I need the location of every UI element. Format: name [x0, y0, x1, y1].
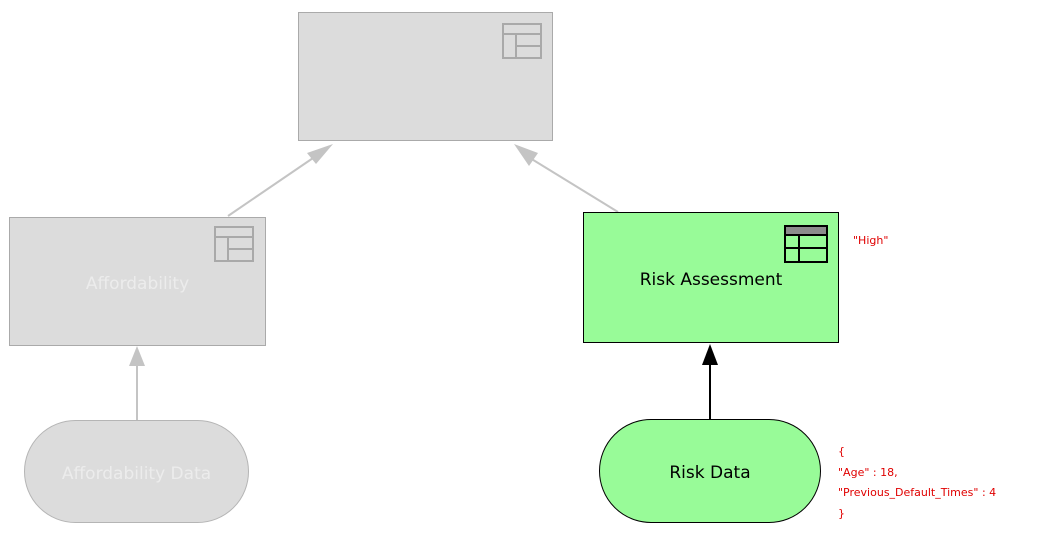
arrowhead-affordability-to-top	[307, 144, 333, 164]
json-line: {	[838, 445, 845, 458]
decision-table-icon	[214, 226, 254, 262]
decision-node-risk-assessment[interactable]: Risk Assessment	[583, 212, 839, 343]
json-line: "Previous_Default_Times" : 4	[838, 486, 997, 499]
arrowhead-risk-assessment-to-top	[514, 144, 538, 166]
input-data-label-risk-data: Risk Data	[669, 463, 751, 483]
decision-table-icon	[784, 225, 828, 263]
arrowhead-risk-data-to-risk-assessment	[702, 344, 718, 365]
decision-label-risk-assessment: Risk Assessment	[639, 269, 783, 290]
decision-label-affordability: Affordability	[85, 273, 190, 294]
input-data-node-affordability-data[interactable]: Affordability Data	[24, 420, 249, 523]
arrowhead-affordability-data-to-affordability	[129, 346, 145, 366]
connector-risk-assessment-to-top	[529, 157, 619, 213]
connector-affordability-to-top	[227, 155, 317, 217]
json-line: }	[838, 506, 845, 520]
json-line: "Age" : 18,	[838, 465, 898, 479]
input-data-node-risk-data[interactable]: Risk Data	[599, 419, 821, 523]
decision-node-top[interactable]	[298, 12, 553, 141]
decision-node-affordability[interactable]: Affordability	[9, 217, 266, 346]
decision-table-icon	[502, 23, 542, 59]
risk-data-json-annotation: { "Age" : 18, "Previous_Default_Times" :…	[838, 442, 996, 524]
input-data-label-affordability: Affordability Data	[61, 463, 212, 484]
risk-assessment-result-annotation: "High"	[853, 234, 889, 247]
